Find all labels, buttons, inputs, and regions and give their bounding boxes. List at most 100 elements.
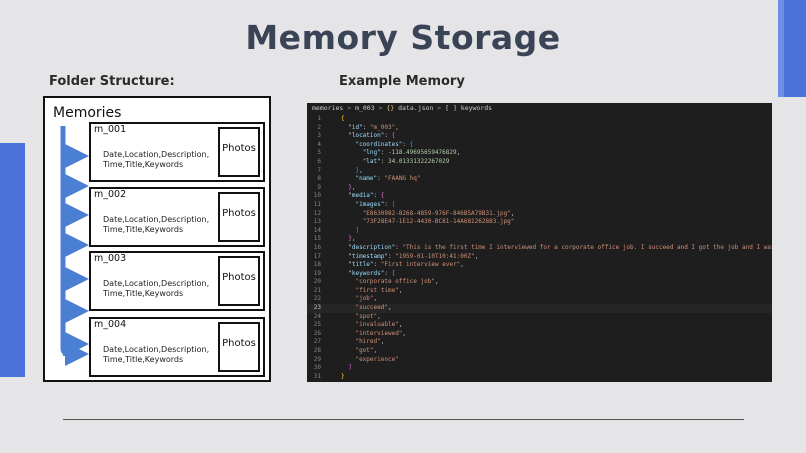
line-number: 5	[317, 149, 321, 157]
photos-folder: Photos	[218, 192, 260, 242]
code-line[interactable]: 1{	[307, 115, 772, 124]
line-number: 19	[313, 269, 321, 277]
line-number: 26	[313, 329, 321, 337]
line-text: },	[355, 166, 363, 174]
line-text: "keywords": [	[348, 269, 396, 277]
code-line[interactable]: 17 "timestamp": "1959-01-10T10:41:00Z",	[307, 253, 772, 262]
line-text: "name": "FAANG hq"	[355, 175, 421, 183]
line-number: 22	[313, 295, 321, 303]
arrow-trunk	[60, 126, 70, 357]
editor-breadcrumb[interactable]: memories > m_003 > {} data.json > [ ] ke…	[312, 104, 493, 112]
breadcrumb-folder-m003[interactable]: m_003	[355, 104, 375, 112]
code-line[interactable]: 19 "keywords": [	[307, 270, 772, 279]
code-line[interactable]: 12 "E8630982-8268-4859-976F-846B5A79B31.…	[307, 210, 772, 219]
code-line[interactable]: 31}	[307, 373, 772, 382]
line-number: 13	[313, 218, 321, 226]
breadcrumb-file[interactable]: data.json	[398, 104, 434, 112]
line-text: "E8630982-8268-4859-976F-846B5A79B31.jpg…	[362, 209, 515, 217]
line-text: "first time",	[355, 286, 403, 294]
line-number: 21	[313, 286, 321, 294]
memory-folder-name: m_002	[94, 189, 127, 200]
line-text: "description": "This is the first time I…	[348, 243, 772, 251]
memory-folder-name: m_004	[94, 319, 127, 330]
code-line[interactable]: 13 "73F28E47-1E12-4430-BC81-14A681262883…	[307, 218, 772, 227]
code-line[interactable]: 24 "spot",	[307, 313, 772, 322]
code-line[interactable]: 2 "id": "m_003",	[307, 124, 772, 133]
line-text: "location": {	[348, 132, 396, 140]
memory-fields: Date,Location,Description, Time,Title,Ke…	[103, 279, 210, 298]
code-line[interactable]: 7 },	[307, 167, 772, 176]
code-line[interactable]: 28 "got",	[307, 347, 772, 356]
line-number: 2	[317, 123, 321, 131]
code-line[interactable]: 9 },	[307, 184, 772, 193]
line-number: 18	[313, 261, 321, 269]
memory-fields: Date,Location,Description, Time,Title,Ke…	[103, 150, 210, 169]
code-line[interactable]: 5 "lng": -118.49695659476829,	[307, 149, 772, 158]
code-editor[interactable]: memories > m_003 > {} data.json > [ ] ke…	[307, 103, 772, 382]
code-line[interactable]: 30 ]	[307, 364, 772, 373]
photos-label: Photos	[222, 272, 256, 283]
memory-folder-name: m_003	[94, 253, 127, 264]
memory-fields: Date,Location,Description, Time,Title,Ke…	[103, 345, 210, 364]
code-line[interactable]: 18 "title": "First interview ever",	[307, 261, 772, 270]
line-text: ]	[348, 364, 352, 372]
code-line[interactable]: 22 "job",	[307, 295, 772, 304]
folder-structure-heading: Folder Structure:	[49, 74, 175, 89]
code-line[interactable]: 4 "coordinates": {	[307, 141, 772, 150]
code-content[interactable]: 1{2 "id": "m_003",3 "location": {4 "coor…	[307, 115, 772, 381]
breadcrumb-symbol[interactable]: [ ] keywords	[445, 104, 493, 112]
code-line[interactable]: 21 "first time",	[307, 287, 772, 296]
line-number: 12	[313, 209, 321, 217]
line-number: 3	[317, 132, 321, 140]
line-text: "id": "m_003",	[348, 123, 399, 131]
breadcrumb-folder-memories[interactable]: memories	[312, 104, 344, 112]
line-text: "lng": -118.49695659476829,	[362, 149, 461, 157]
right-accent-bar	[778, 0, 806, 97]
line-number: 9	[317, 183, 321, 191]
line-text: },	[348, 183, 356, 191]
line-text: "media": {	[348, 192, 385, 200]
line-number: 6	[317, 157, 321, 165]
line-text: "hired",	[355, 338, 385, 346]
line-number: 17	[313, 252, 321, 260]
line-number: 1	[317, 115, 321, 122]
line-text: "invaluable",	[355, 321, 403, 329]
line-text: "got",	[355, 347, 378, 355]
line-number: 11	[313, 200, 321, 208]
line-number: 24	[313, 312, 321, 320]
line-number: 10	[313, 192, 321, 200]
code-line[interactable]: 25 "invaluable",	[307, 321, 772, 330]
memory-fields: Date,Location,Description, Time,Title,Ke…	[103, 215, 210, 234]
line-text: "images": [	[355, 200, 396, 208]
line-number: 15	[313, 235, 321, 243]
photos-label: Photos	[222, 143, 256, 154]
left-accent-bar	[0, 143, 25, 377]
line-text: "73F28E47-1E12-4430-BC81-14A681262883.jp…	[362, 218, 515, 226]
line-text: }	[341, 372, 345, 380]
line-text: "succeed",	[355, 304, 392, 312]
code-line[interactable]: 16 "description": "This is the first tim…	[307, 244, 772, 253]
line-text: "coordinates": {	[355, 140, 414, 148]
folder-tree-arrows	[60, 126, 89, 366]
code-line[interactable]: 15 },	[307, 235, 772, 244]
line-number: 23	[313, 304, 321, 312]
photos-label: Photos	[222, 208, 256, 219]
line-number: 7	[317, 166, 321, 174]
code-line[interactable]: 23 "succeed",	[307, 304, 772, 313]
code-line[interactable]: 10 "media": {	[307, 192, 772, 201]
memory-folder-name: m_001	[94, 124, 127, 135]
code-line[interactable]: 27 "hired",	[307, 338, 772, 347]
line-number: 28	[313, 347, 321, 355]
code-line[interactable]: 6 "lat": 34.01331322267029	[307, 158, 772, 167]
code-line[interactable]: 11 "images": [	[307, 201, 772, 210]
photos-label: Photos	[222, 338, 256, 349]
code-line[interactable]: 14 ]	[307, 227, 772, 236]
code-line[interactable]: 3 "location": {	[307, 132, 772, 141]
code-line[interactable]: 26 "interviewed",	[307, 330, 772, 339]
code-line[interactable]: 20 "corporate office job",	[307, 278, 772, 287]
code-line[interactable]: 29 "experience"	[307, 356, 772, 365]
code-line[interactable]: 8 "name": "FAANG hq"	[307, 175, 772, 184]
